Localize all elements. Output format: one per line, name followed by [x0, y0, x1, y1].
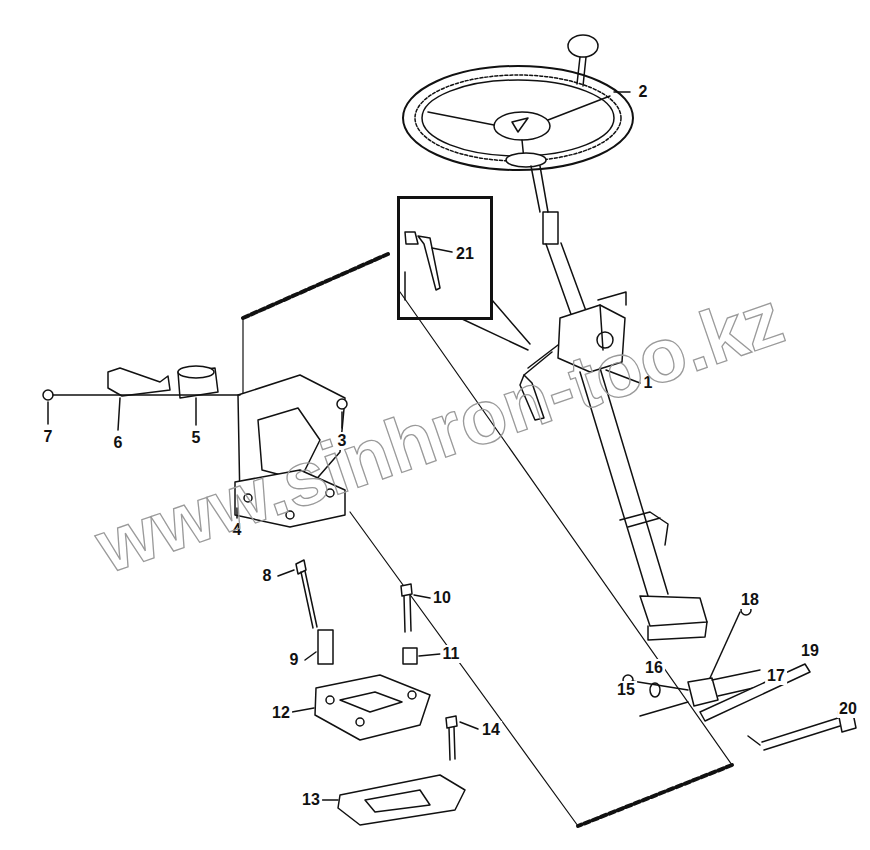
- callout-number: 7: [42, 428, 55, 446]
- callout-number: 11: [441, 645, 462, 663]
- callout-number: 9: [288, 651, 301, 669]
- callout-number: 12: [270, 704, 292, 722]
- inset-box: 21: [397, 196, 493, 320]
- callout-number: 13: [300, 791, 322, 809]
- callout-number: 2: [637, 83, 650, 101]
- callout-number: 16: [643, 659, 665, 677]
- callout-number: 20: [837, 700, 859, 718]
- callout-number: 17: [765, 667, 787, 685]
- callout-number: 5: [190, 429, 203, 447]
- callout-number: 21: [456, 245, 474, 263]
- callout-number: 8: [261, 567, 274, 585]
- callout-number: 18: [739, 591, 761, 609]
- callout-number: 19: [799, 642, 821, 660]
- callout-number: 10: [431, 589, 453, 607]
- callout-number: 14: [480, 721, 502, 739]
- callout-number: 15: [615, 681, 637, 699]
- callout-number: 6: [112, 434, 125, 452]
